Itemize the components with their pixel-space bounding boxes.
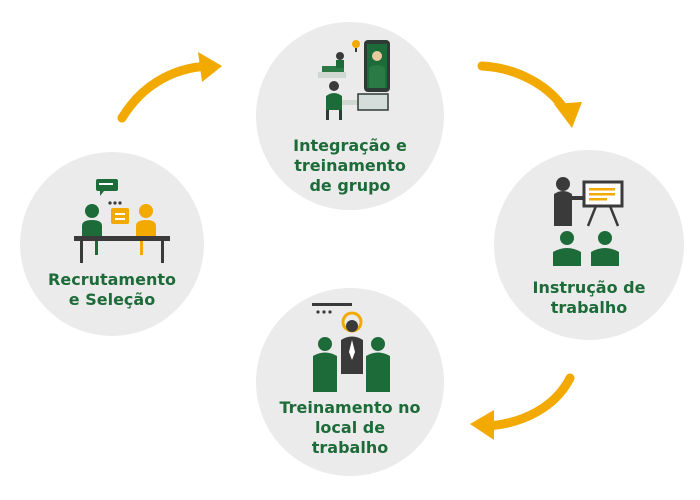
step-circle-integration bbox=[256, 22, 444, 210]
label-line: treinamento bbox=[294, 156, 406, 175]
label-line: de grupo bbox=[309, 176, 391, 195]
label-line: Treinamento no bbox=[279, 398, 421, 417]
label-line: trabalho bbox=[550, 298, 628, 317]
online-training-icon bbox=[318, 40, 390, 120]
step-label-recruitment: Recrutamento e Seleção bbox=[30, 270, 194, 310]
arrow-integration-to-instruction bbox=[477, 61, 582, 128]
step-circle-onsite bbox=[256, 288, 444, 476]
presentation-icon bbox=[553, 177, 624, 266]
interview-icon bbox=[74, 179, 170, 263]
label-line: Recrutamento bbox=[48, 270, 176, 289]
label-line: e Seleção bbox=[68, 290, 156, 309]
label-line: trabalho bbox=[311, 438, 389, 457]
label-line: Integração e bbox=[293, 136, 407, 155]
step-label-onsite: Treinamento no local de trabalho bbox=[266, 398, 434, 458]
step-label-instruction: Instrução de trabalho bbox=[504, 278, 674, 318]
step-label-integration: Integração e treinamento de grupo bbox=[266, 136, 434, 196]
label-line: Instrução de bbox=[532, 278, 646, 297]
team-leader-icon bbox=[312, 303, 390, 392]
label-line: local de bbox=[314, 418, 386, 437]
arrow-recruitment-to-integration bbox=[117, 52, 222, 123]
arrow-instruction-to-onsite bbox=[470, 373, 575, 440]
